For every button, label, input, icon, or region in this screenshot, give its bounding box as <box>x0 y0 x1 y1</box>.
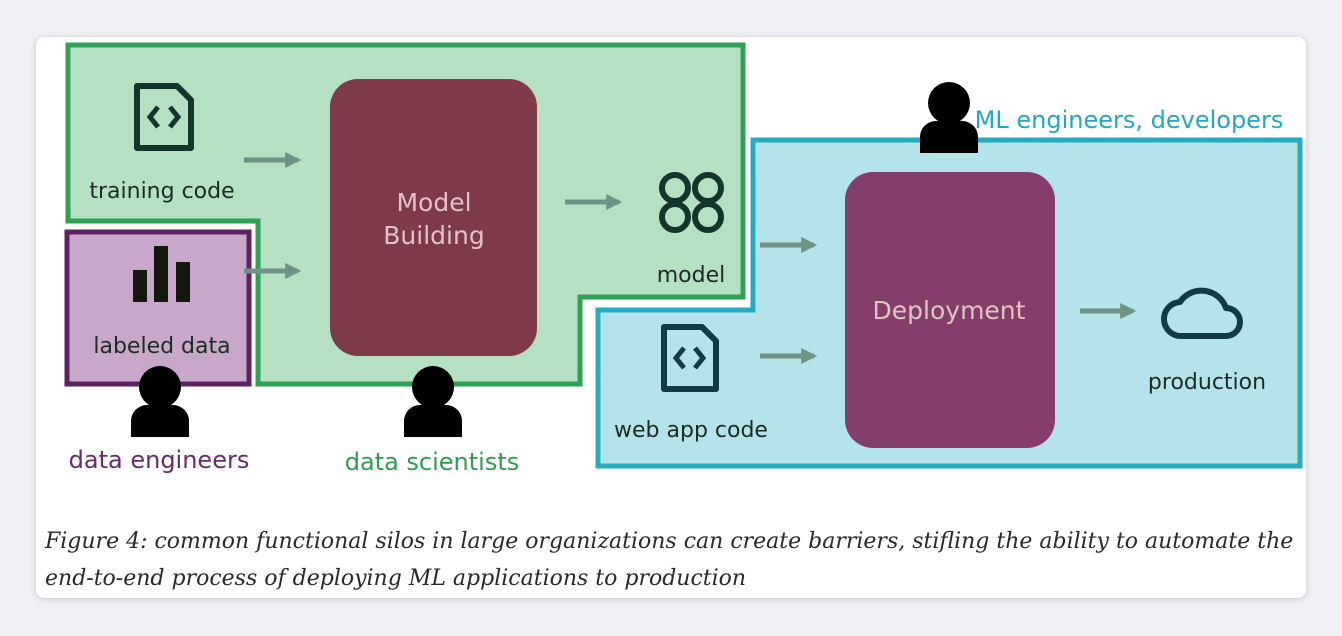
web-app-code-label: web app code <box>614 418 768 443</box>
person-icon <box>920 82 978 153</box>
person-icon <box>131 366 189 437</box>
data-engineers-label: data engineers <box>69 446 250 474</box>
training-code-label: training code <box>89 179 234 204</box>
deployment-box <box>845 172 1055 448</box>
deployment-label: Deployment <box>873 296 1026 325</box>
ml-engineers-label: ML engineers, developers <box>975 106 1284 134</box>
flow-arrows <box>244 151 1137 365</box>
bar-chart-icon <box>133 246 190 302</box>
person-icon <box>404 366 462 437</box>
data-scientists-label: data scientists <box>345 448 520 476</box>
production-label: production <box>1148 370 1266 395</box>
model-building-box <box>330 79 537 356</box>
labeled-data-label: labeled data <box>93 334 230 359</box>
silos-diagram: Model Building Deployment training code … <box>64 42 1303 476</box>
model-label: model <box>657 263 726 288</box>
figure-caption: Figure 4: common functional silos in lar… <box>45 529 1294 591</box>
figure-card: Model Building Deployment training code … <box>36 37 1306 598</box>
cloud-icon <box>1161 287 1243 340</box>
code-file-icon <box>134 83 194 151</box>
code-file-icon <box>661 324 719 392</box>
model-building-label-line1: Model <box>396 188 471 217</box>
model-building-label-line2: Building <box>383 221 484 250</box>
model-grid-icon <box>659 172 724 233</box>
